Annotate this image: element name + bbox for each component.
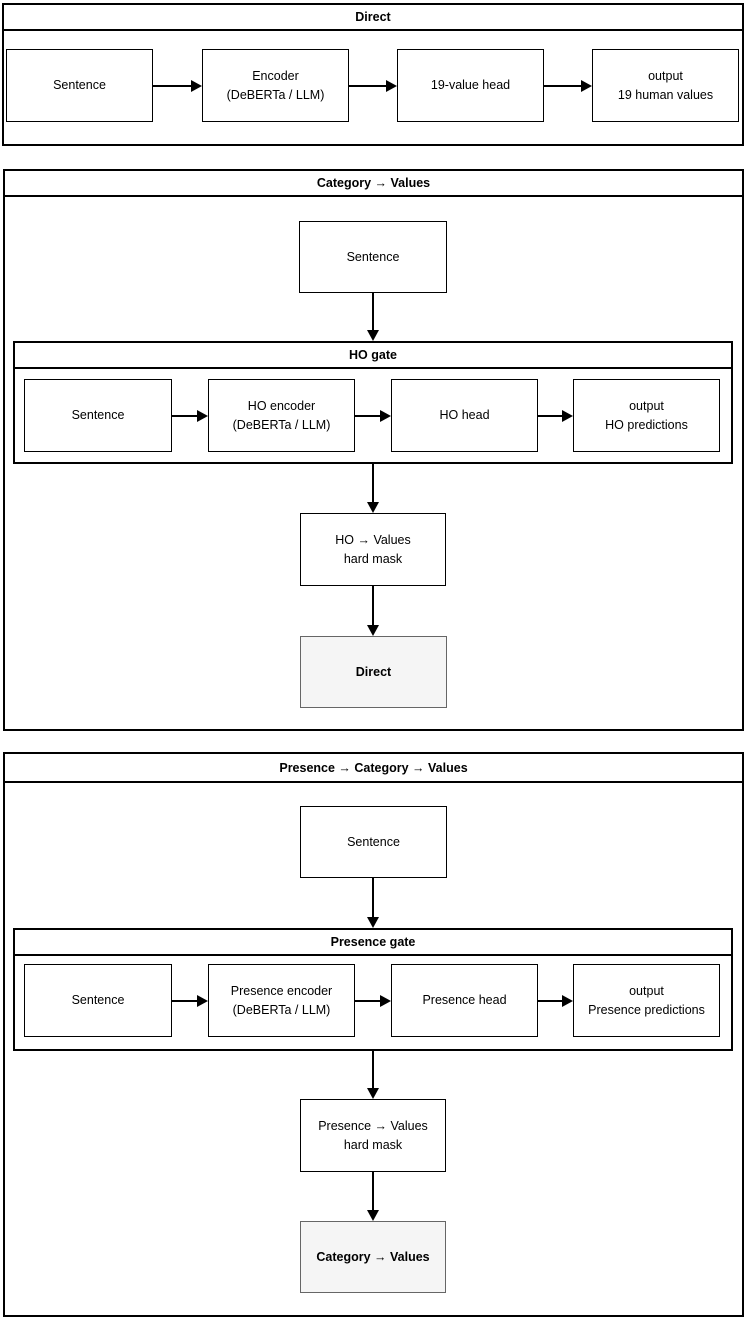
presence-final-category-values-box: Category → Values <box>300 1221 446 1293</box>
ho-gate-title-label: HO gate <box>349 348 397 362</box>
presence-input-sentence-box: Sentence <box>300 806 447 878</box>
direct-head-box: 19-value head <box>397 49 544 122</box>
connector-arrow-right <box>355 995 391 1007</box>
connector-arrow-right <box>538 410 573 422</box>
connector-arrow-down <box>367 878 379 928</box>
presence-gate-title: Presence gate <box>15 930 731 956</box>
connector-arrow-right <box>355 410 391 422</box>
ho-gate-title: HO gate <box>15 343 731 369</box>
ho-gate-encoder-box: HO encoder (DeBERTa / LLM) <box>208 379 355 452</box>
presence-gate-output-box: output Presence predictions <box>573 964 720 1037</box>
category-input-sentence-box: Sentence <box>299 221 447 293</box>
connector-arrow-right <box>349 80 397 92</box>
connector-arrow-right <box>544 80 592 92</box>
connector-arrow-down <box>367 293 379 341</box>
ho-gate-output-box: output HO predictions <box>573 379 720 452</box>
direct-sentence-box: Sentence <box>6 49 153 122</box>
panel-presence-category-values-title: Presence → Category → Values <box>5 754 742 783</box>
presence-gate-encoder-box: Presence encoder (DeBERTa / LLM) <box>208 964 355 1037</box>
direct-encoder-box: Encoder (DeBERTa / LLM) <box>202 49 349 122</box>
ho-values-hard-mask-box: HO → Values hard mask <box>300 513 446 586</box>
connector-arrow-right <box>153 80 202 92</box>
connector-arrow-down <box>367 1051 379 1099</box>
category-final-direct-box: Direct <box>300 636 447 708</box>
direct-output-box: output 19 human values <box>592 49 739 122</box>
ho-gate-sentence-box: Sentence <box>24 379 172 452</box>
presence-gate-title-label: Presence gate <box>330 935 416 949</box>
connector-arrow-right <box>172 410 208 422</box>
presence-values-hard-mask-box: Presence → Values hard mask <box>300 1099 446 1172</box>
connector-arrow-down <box>367 1172 379 1221</box>
connector-arrow-down <box>367 586 379 636</box>
panel-presence-category-values-title-label: Presence → Category → Values <box>279 760 468 775</box>
panel-direct-title-label: Direct <box>355 10 391 24</box>
connector-arrow-right <box>538 995 573 1007</box>
ho-gate-head-box: HO head <box>391 379 538 452</box>
panel-category-values-title: Category → Values <box>5 171 742 197</box>
panel-direct-title: Direct <box>4 5 742 31</box>
presence-gate-sentence-box: Sentence <box>24 964 172 1037</box>
panel-category-values-title-label: Category → Values <box>316 176 431 190</box>
presence-gate-head-box: Presence head <box>391 964 538 1037</box>
connector-arrow-right <box>172 995 208 1007</box>
connector-arrow-down <box>367 464 379 513</box>
